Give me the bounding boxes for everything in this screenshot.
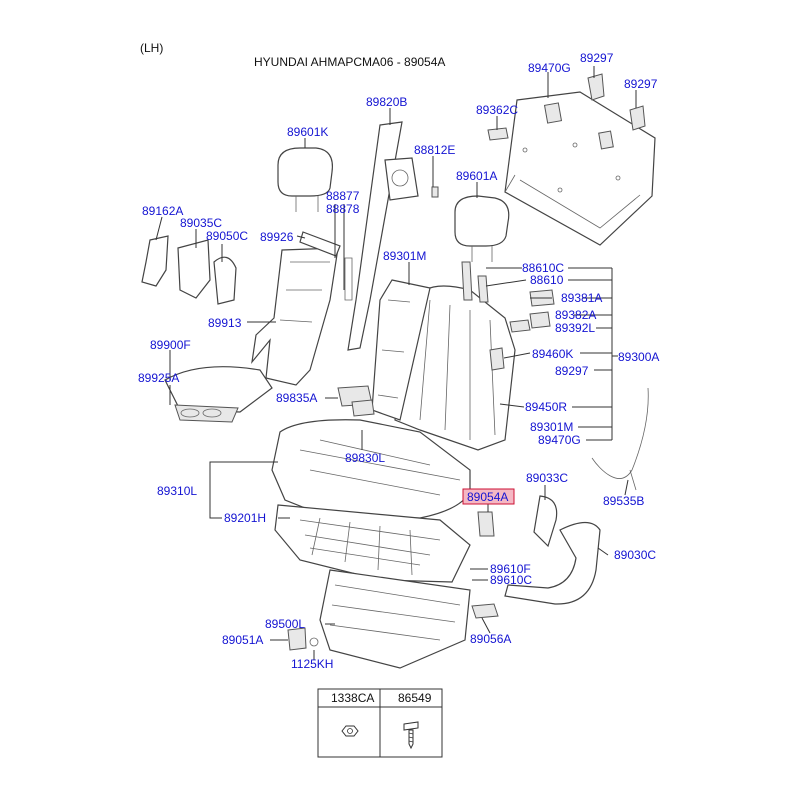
label-89050C: 89050C (206, 229, 248, 243)
latch-drawing (337, 385, 375, 417)
label-89030C: 89030C (614, 548, 656, 562)
label-89201H: 89201H (224, 511, 266, 525)
label-89900F: 89900F (150, 338, 191, 352)
seat-track-drawing (287, 569, 471, 669)
label-89301M-lower: 89301M (530, 420, 573, 434)
left-brackets-drawing (141, 235, 237, 305)
label-89601A: 89601A (456, 169, 497, 183)
label-89500L: 89500L (265, 617, 305, 631)
label-89310L: 89310L (157, 484, 197, 498)
label-89926: 89926 (260, 230, 294, 244)
label-89835A: 89835A (276, 391, 317, 405)
label-88610C: 88610C (522, 261, 564, 275)
label-89033C: 89033C (526, 471, 568, 485)
label-89297-mid: 89297 (555, 364, 589, 378)
highlight-89054A-box (462, 488, 515, 505)
label-89382A: 89382A (555, 308, 596, 322)
label-89392L: 89392L (555, 321, 595, 335)
clip-89056a-drawing (471, 603, 499, 619)
label-89460K: 89460K (532, 347, 573, 361)
label-89925A: 89925A (138, 371, 179, 385)
hook-part-drawing (487, 127, 509, 141)
release-cable-drawing (591, 387, 649, 491)
side-cover-drawing (504, 495, 601, 605)
label-89297-right: 89297 (624, 77, 658, 91)
diagram-title: HYUNDAI AHMAPCMA06 - 89054A (254, 55, 445, 69)
label-89470G: 89470G (528, 61, 571, 75)
label-89470G-lower: 89470G (538, 433, 581, 447)
label-89535B: 89535B (603, 494, 644, 508)
label-89035C: 89035C (180, 216, 222, 230)
label-89820B: 89820B (366, 95, 407, 109)
label-89301M: 89301M (383, 249, 426, 263)
label-89450R: 89450R (525, 400, 567, 414)
side-indicator: (LH) (140, 41, 163, 55)
nut-icon (341, 725, 359, 737)
label-89610C: 89610C (490, 573, 532, 587)
label-89162A: 89162A (142, 204, 183, 218)
bracket-89054a-drawing (477, 511, 495, 537)
seatback-frame-left-drawing (251, 231, 341, 386)
hardware-col-86549: 86549 (398, 691, 432, 705)
label-89381A: 89381A (561, 291, 602, 305)
label-89362C: 89362C (476, 103, 518, 117)
seat-frame-drawing (274, 504, 471, 583)
part-labels: 89470G 89297 89297 89820B 89362C 89601K … (138, 51, 659, 671)
hardware-table: 1338CA 86549 (317, 688, 443, 758)
screw-icon (403, 721, 419, 750)
label-89601K: 89601K (287, 125, 328, 139)
seatbelt-drawing (344, 121, 439, 351)
label-89913: 89913 (208, 316, 242, 330)
headrest-left-drawing (277, 147, 334, 212)
label-1125KH: 1125KH (291, 657, 333, 671)
label-89297-top: 89297 (580, 51, 614, 65)
label-89830L: 89830L (345, 451, 385, 465)
armrest-drawing (164, 366, 273, 423)
label-88812E: 88812E (414, 143, 455, 157)
hardware-col-1338CA: 1338CA (331, 691, 374, 705)
label-88878: 88878 (326, 202, 360, 216)
label-89610F: 89610F (490, 562, 531, 576)
seatback-rear-panel-drawing (504, 91, 656, 246)
headrest-right-drawing (454, 195, 510, 262)
leader-lines (155, 66, 637, 660)
label-88610: 88610 (530, 273, 564, 287)
label-89054A: 89054A (467, 490, 508, 504)
label-89300A: 89300A (618, 350, 659, 364)
headrest-guide-drawing (587, 73, 646, 131)
label-88877: 88877 (326, 189, 360, 203)
label-89056A: 89056A (470, 632, 511, 646)
label-89051A: 89051A (222, 633, 263, 647)
